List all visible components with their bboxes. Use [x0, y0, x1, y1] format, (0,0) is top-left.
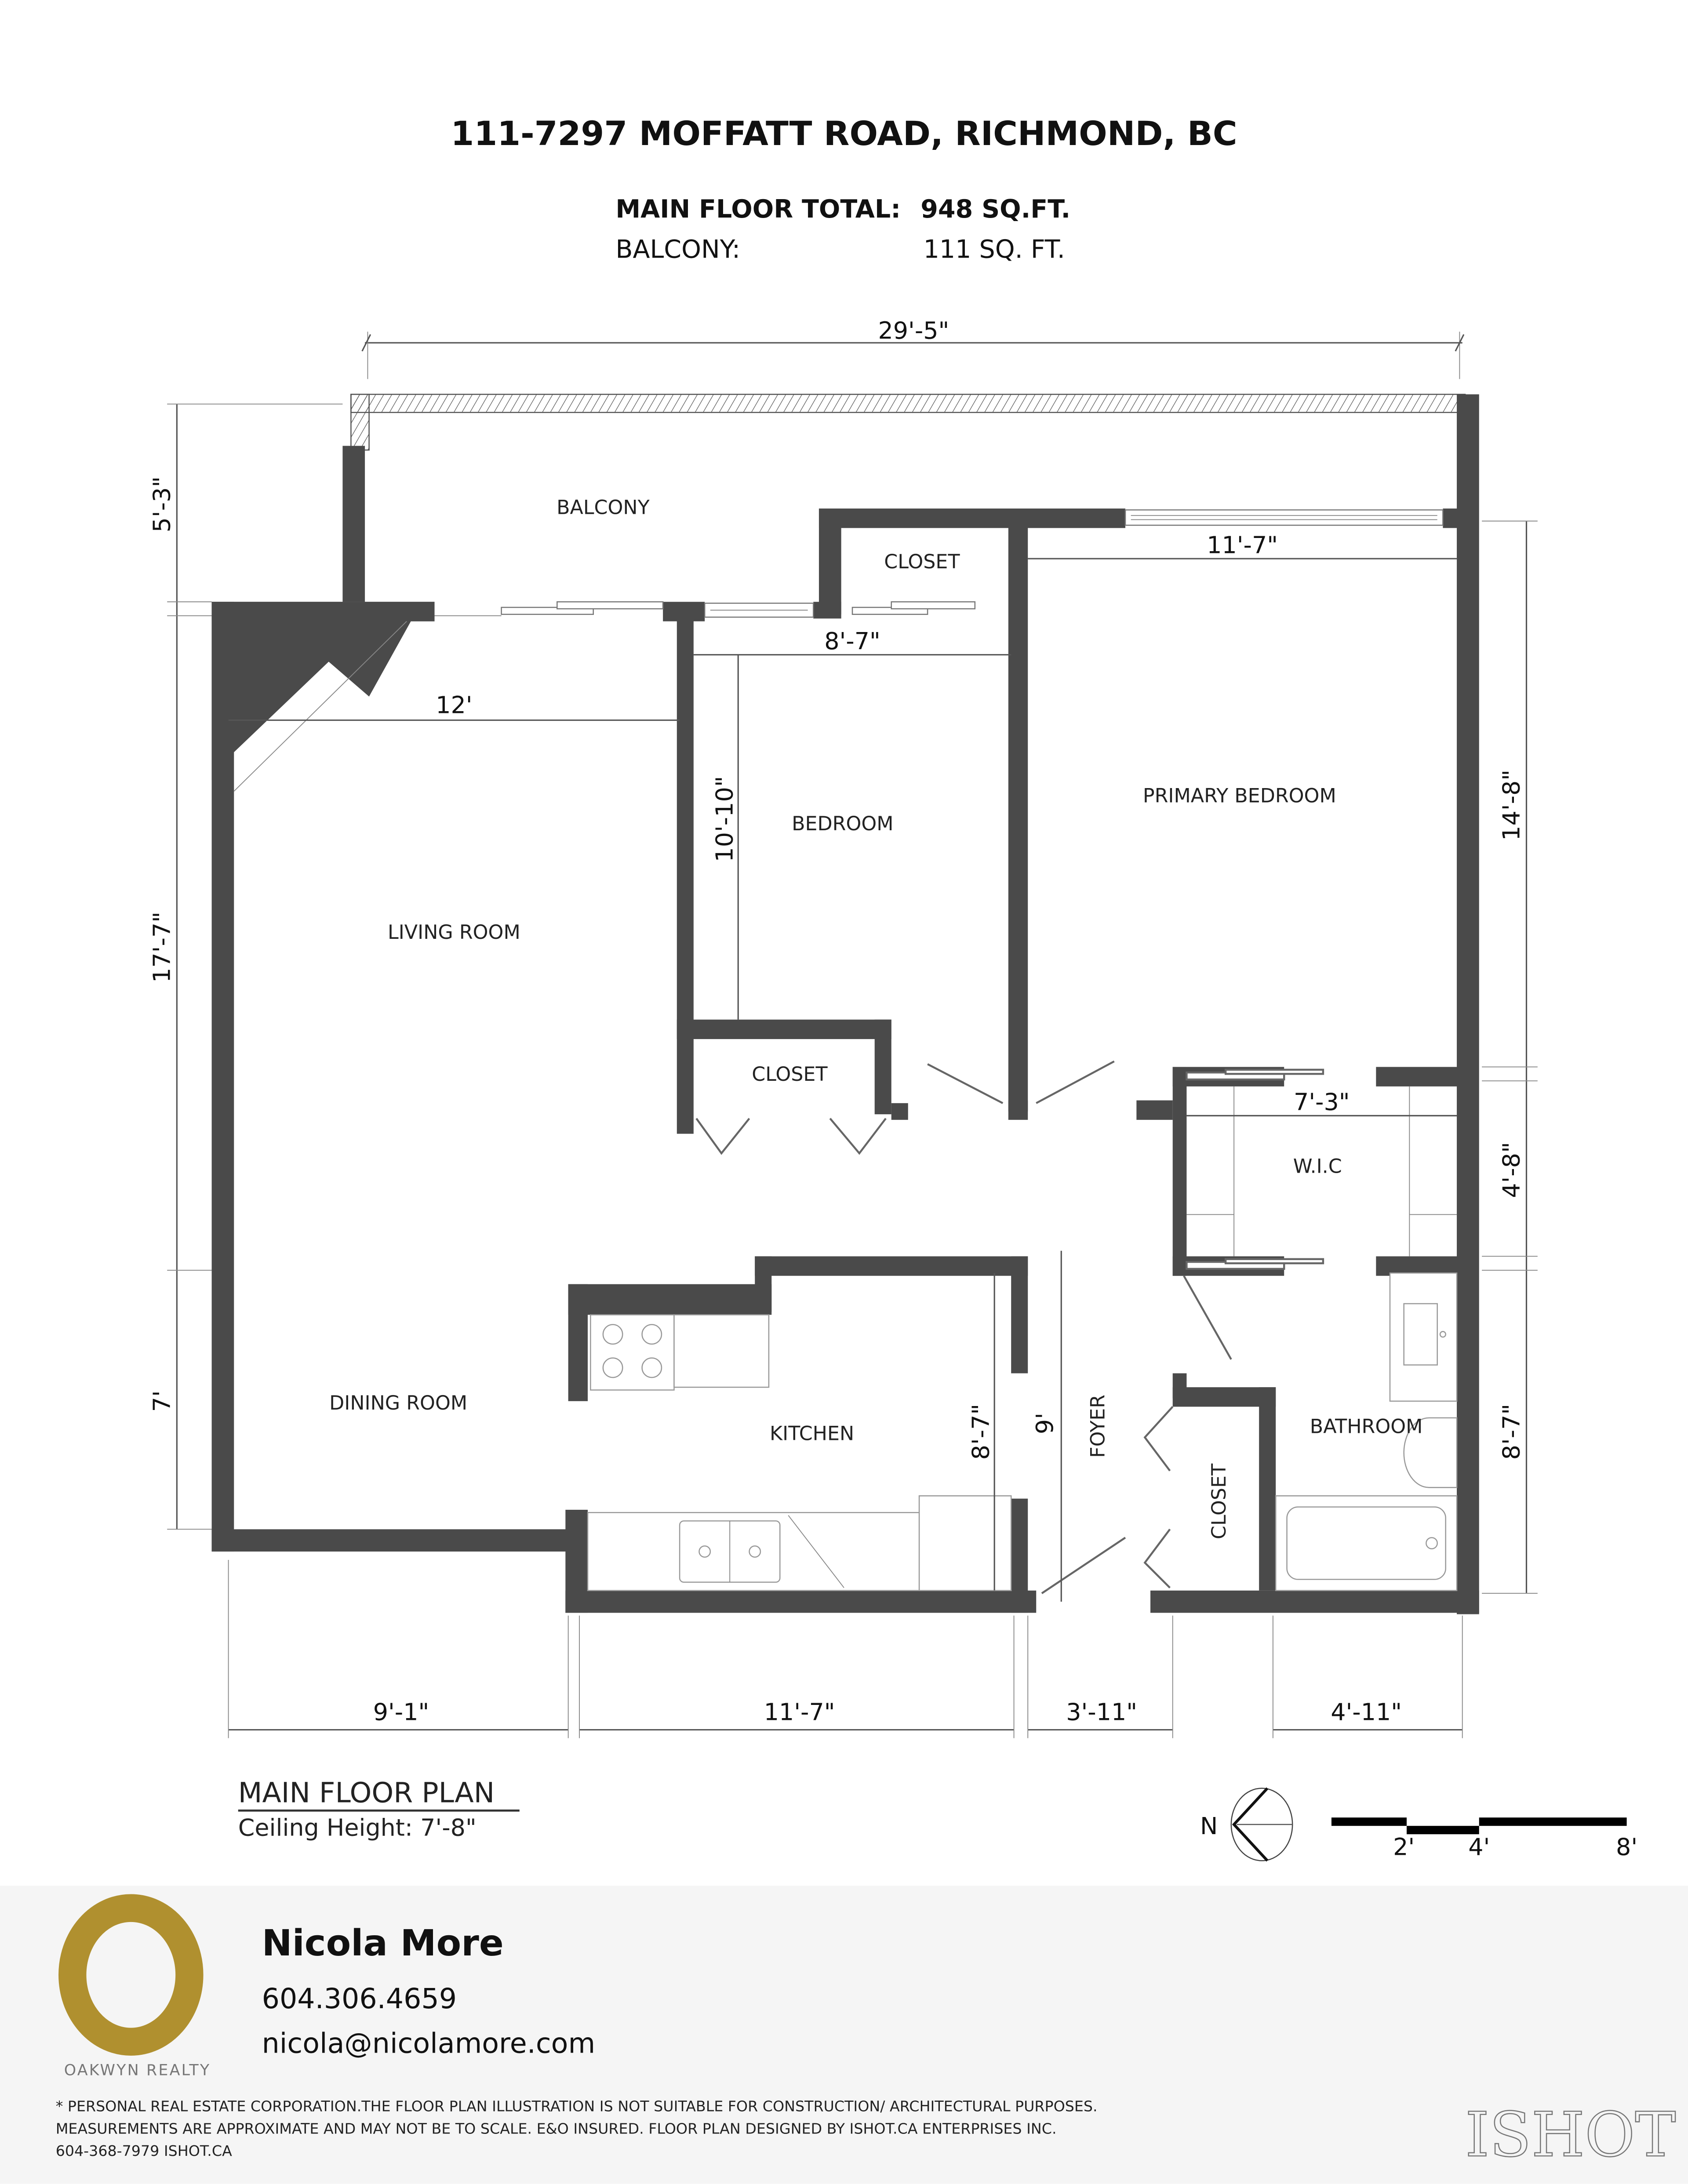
balcony-railing-side	[350, 393, 370, 451]
room-label-bedroom: BEDROOM	[792, 813, 893, 835]
room-label-primary-bedroom: PRIMARY BEDROOM	[1143, 785, 1336, 807]
agent-phone[interactable]: 604.306.4659	[262, 1982, 457, 2015]
interior-dimensions: 12' 8'-7" 10'-10" 11'-7" 7'-3" 8'-7" 9'	[228, 531, 1457, 1602]
brokerage-name: OAKWYN REALTY	[64, 2061, 211, 2079]
svg-text:11'-7": 11'-7"	[764, 1698, 835, 1726]
svg-text:17'-7": 17'-7"	[148, 912, 176, 983]
room-label-kitchen: KITCHEN	[770, 1423, 854, 1445]
svg-text:9'-1": 9'-1"	[373, 1698, 429, 1726]
balcony-area-label: BALCONY:	[615, 235, 740, 264]
disclaimer-line-3: 604-368-7979 ISHOT.CA	[56, 2142, 232, 2159]
room-label-foyer: FOYER	[1087, 1395, 1109, 1458]
walls	[211, 394, 1479, 1614]
main-floor-label: MAIN FLOOR TOTAL:	[615, 195, 901, 224]
svg-text:7': 7'	[148, 1390, 176, 1412]
svg-text:12': 12'	[436, 691, 472, 719]
wic-shelving	[1186, 1086, 1457, 1257]
plan-title: MAIN FLOOR PLAN	[238, 1776, 495, 1809]
ishot-logo: ISHOT	[1465, 2099, 1676, 2170]
overall-width-dimension: 29'-5"	[361, 316, 1465, 379]
svg-text:9': 9'	[1031, 1413, 1059, 1434]
svg-text:N: N	[1200, 1812, 1218, 1840]
agent-name: Nicola More	[262, 1922, 504, 1964]
svg-text:2': 2'	[1393, 1833, 1415, 1861]
scale-bar: 2' 4' 8'	[1331, 1817, 1637, 1861]
disclaimer-line-2: MEASUREMENTS ARE APPROXIMATE AND MAY NOT…	[56, 2120, 1057, 2137]
svg-text:8'-7": 8'-7"	[1498, 1404, 1525, 1460]
right-dimensions: 14'-8" 4'-8" 8'-7"	[1482, 520, 1538, 1594]
doors	[695, 1060, 1324, 1594]
room-label-closet-top: CLOSET	[884, 551, 960, 573]
svg-text:5'-3": 5'-3"	[148, 476, 176, 533]
svg-text:29'-5": 29'-5"	[878, 316, 950, 344]
north-compass-icon: N	[1200, 1787, 1293, 1862]
svg-text:4'-8": 4'-8"	[1498, 1142, 1525, 1198]
svg-text:10'-10": 10'-10"	[711, 776, 738, 862]
room-label-closet-mid: CLOSET	[752, 1063, 828, 1086]
address-title: 111-7297 MOFFATT ROAD, RICHMOND, BC	[451, 114, 1237, 153]
room-label-dining-room: DINING ROOM	[329, 1392, 467, 1414]
kitchen-counter	[587, 1495, 1012, 1592]
stove	[590, 1314, 770, 1391]
svg-text:4'-11": 4'-11"	[1331, 1698, 1402, 1726]
left-dimensions: 5'-3" 17'-7" 7'	[148, 403, 343, 1530]
footer-panel	[0, 1886, 1688, 2184]
balcony-area-value: 111 SQ. FT.	[924, 235, 1065, 264]
ceiling-height: Ceiling Height: 7'-8"	[238, 1813, 477, 1841]
svg-text:8'-7": 8'-7"	[967, 1404, 995, 1460]
svg-text:11'-7": 11'-7"	[1207, 531, 1278, 559]
svg-text:7'-3": 7'-3"	[1294, 1088, 1350, 1116]
bathroom-fixtures	[1275, 1272, 1458, 1592]
disclaimer-line-1: * PERSONAL REAL ESTATE CORPORATION.THE F…	[56, 2098, 1098, 2115]
room-label-balcony: BALCONY	[557, 497, 650, 519]
svg-text:8'-7": 8'-7"	[824, 627, 880, 655]
main-floor-value: 948 SQ.FT.	[920, 195, 1070, 224]
room-label-wic: W.I.C	[1293, 1155, 1342, 1177]
windows	[434, 509, 1444, 618]
room-label-closet-foyer: CLOSET	[1208, 1463, 1230, 1539]
room-label-living-room: LIVING ROOM	[388, 921, 520, 944]
fireplace-hearth	[233, 621, 407, 792]
room-label-bathroom: BATHROOM	[1310, 1416, 1423, 1438]
svg-text:3'-11": 3'-11"	[1066, 1698, 1137, 1726]
svg-text:8': 8'	[1616, 1833, 1637, 1861]
svg-text:4': 4'	[1468, 1833, 1490, 1861]
agent-email[interactable]: nicola@nicolamore.com	[262, 2027, 596, 2060]
oakwyn-logo-icon	[58, 1894, 204, 2056]
bottom-dimensions: 9'-1" 11'-7" 3'-11" 4'-11"	[228, 1560, 1463, 1738]
balcony-railing	[350, 393, 1466, 413]
svg-text:14'-8": 14'-8"	[1498, 770, 1525, 841]
